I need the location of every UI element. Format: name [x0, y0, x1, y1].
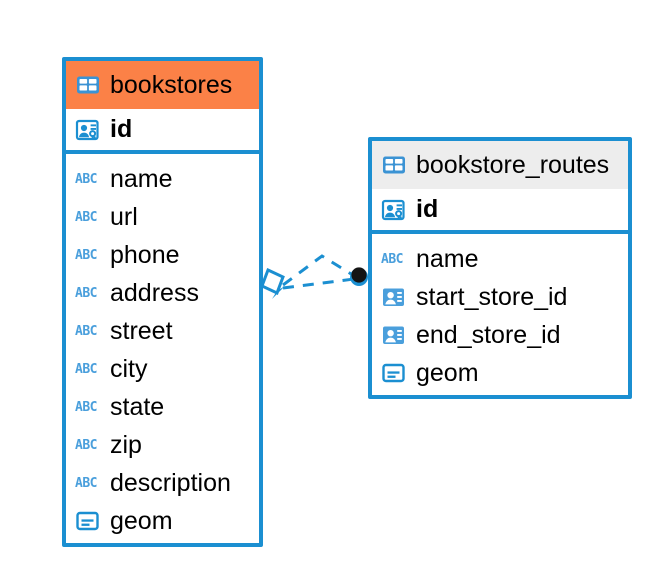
er-primary-key-label: id — [416, 195, 439, 223]
filled-circle-marker — [350, 267, 368, 286]
primary-key-icon — [75, 117, 101, 143]
er-column-row[interactable]: geom — [66, 502, 259, 540]
er-column-row[interactable]: ABC state — [66, 388, 259, 426]
relationship-line-upper — [282, 254, 357, 287]
er-column-label: name — [416, 244, 479, 273]
er-column-label: name — [110, 164, 173, 193]
er-column-label: url — [110, 202, 138, 231]
er-table-title: bookstores — [110, 70, 233, 99]
er-column-row[interactable]: ABC address — [66, 274, 259, 312]
table-icon — [381, 152, 407, 178]
er-column-row[interactable]: start_store_id — [372, 278, 628, 316]
er-column-row[interactable]: ABC name — [372, 240, 628, 278]
er-column-label: state — [110, 392, 165, 421]
er-primary-key-label: id — [110, 115, 133, 143]
er-column-label: street — [110, 316, 173, 345]
geometry-icon — [381, 360, 407, 386]
er-column-row[interactable]: ABC url — [66, 198, 259, 236]
primary-key-icon — [381, 197, 407, 223]
er-column-row[interactable]: ABC street — [66, 312, 259, 350]
abc-text-icon: ABC — [75, 209, 97, 225]
er-column-row[interactable]: ABC name — [66, 160, 259, 198]
er-table-title: bookstore_routes — [416, 150, 610, 179]
er-column-label: geom — [416, 358, 479, 387]
er-primary-key-row[interactable]: id — [372, 189, 628, 234]
er-column-label: city — [110, 354, 148, 383]
table-icon — [75, 72, 101, 98]
abc-text-icon: ABC — [75, 171, 97, 187]
er-column-row[interactable]: end_store_id — [372, 316, 628, 354]
er-column-label: address — [110, 278, 199, 307]
er-column-row[interactable]: ABC zip — [66, 426, 259, 464]
er-table-bookstore-routes[interactable]: bookstore_routes id ABC name start_store_i… — [368, 137, 632, 399]
er-column-label: end_store_id — [416, 320, 561, 349]
er-primary-key-row[interactable]: id — [66, 109, 259, 154]
abc-text-icon: ABC — [75, 247, 97, 263]
foreign-key-icon — [381, 322, 407, 348]
abc-text-icon: ABC — [75, 361, 97, 377]
er-column-row[interactable]: ABC city — [66, 350, 259, 388]
abc-text-icon: ABC — [75, 475, 97, 491]
er-column-label: phone — [110, 240, 180, 269]
abc-text-icon: ABC — [75, 399, 97, 415]
abc-text-icon: ABC — [75, 323, 97, 339]
er-column-row[interactable]: ABC phone — [66, 236, 259, 274]
er-column-row[interactable]: ABC description — [66, 464, 259, 502]
relationship-line-lower — [282, 277, 355, 290]
abc-text-icon: ABC — [75, 285, 97, 301]
er-column-label: geom — [110, 506, 173, 535]
foreign-key-icon — [381, 284, 407, 310]
er-table-header-bookstore-routes[interactable]: bookstore_routes — [372, 141, 628, 189]
er-table-header-bookstores[interactable]: bookstores — [66, 61, 259, 109]
er-column-label: description — [110, 468, 231, 497]
geometry-icon — [75, 508, 101, 534]
er-column-label: zip — [110, 430, 142, 459]
diamond-aggregation-marker — [260, 267, 285, 299]
abc-text-icon: ABC — [381, 251, 403, 267]
er-column-row[interactable]: geom — [372, 354, 628, 392]
abc-text-icon: ABC — [75, 437, 97, 453]
er-column-label: start_store_id — [416, 282, 568, 311]
